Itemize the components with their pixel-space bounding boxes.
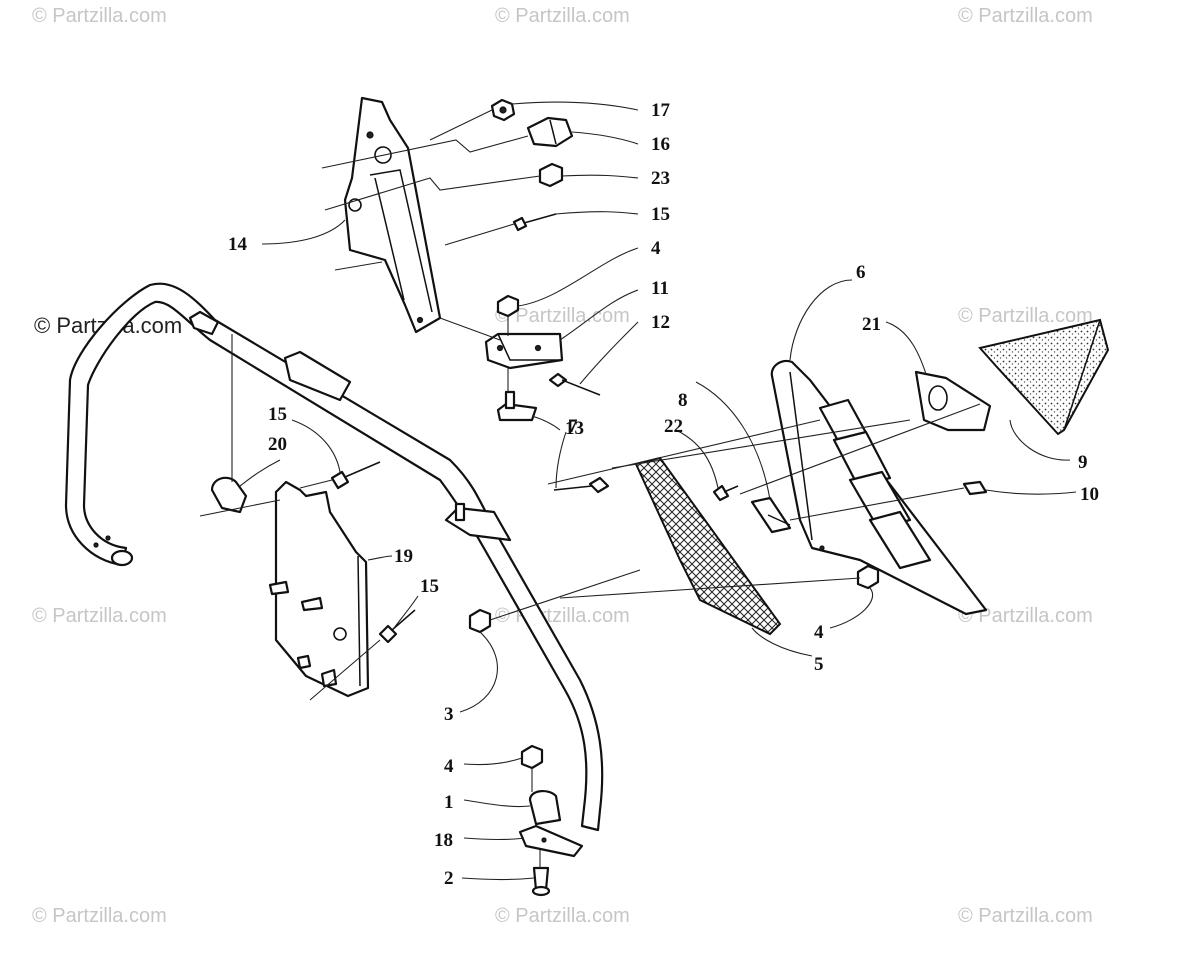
watermark-bottom-right: © Partzilla.com [958,905,1093,927]
part-1-pin [528,790,562,826]
callout-16: 16 [651,134,670,155]
watermark-bottom-center: © Partzilla.com [495,905,630,927]
callout-12: 12 [651,312,670,333]
callout-2: 2 [444,868,454,889]
callout-7: 7 [568,416,578,437]
part-13-clip [496,390,538,422]
callout-15-top: 15 [651,204,670,225]
part-4-nut-right [856,564,880,590]
watermark-bottom-left: © Partzilla.com [32,905,167,927]
part-8-spacer [750,496,792,534]
part-18-plate [518,824,584,858]
part-3-nut [468,608,492,634]
part-16-spacer [526,116,574,148]
part-2-bolt [531,866,551,897]
callout-15-left: 15 [268,404,287,425]
watermark-top-center: © Partzilla.com [495,5,630,27]
watermark-low-center: © Partzilla.com [495,605,630,627]
part-15-bolt-left [330,461,381,490]
callout-15-right: 15 [420,576,439,597]
callout-4-lower: 4 [444,756,454,777]
part-23-bushing [538,162,564,188]
part-11-bracket [484,332,564,370]
part-4-nut-lower [520,744,544,770]
leader-lines [199,101,1077,881]
callout-labels: 17 16 23 15 4 11 12 13 14 15 20 19 15 3 … [228,100,1099,889]
watermark-mid-center: © Partzilla.com [495,305,630,327]
part-17-bushing [490,98,516,122]
callout-8: 8 [678,390,688,411]
callout-22: 22 [664,416,683,437]
callout-3: 3 [444,704,454,725]
part-6-side-panel [770,359,988,616]
part-15-bolt-right [378,609,416,644]
part-10-bolt [962,480,988,496]
callout-21: 21 [862,314,881,335]
watermark-top-left: © Partzilla.com [32,5,167,27]
part-12-screw [548,372,601,396]
watermark-top-right: © Partzilla.com [958,5,1093,27]
watermark-mid-right: © Partzilla.com [958,305,1093,327]
part-14-upper-mount-plate [343,96,442,334]
part-15-bolt-top [512,213,557,232]
part-9-foam-pad [978,318,1110,436]
part-4-nut-top [496,294,520,318]
callout-4-right: 4 [814,622,824,643]
part-5-mesh-grille [634,456,782,636]
callout-19: 19 [394,546,413,567]
main-bumper-tube [64,282,604,832]
callout-17: 17 [651,100,671,121]
watermark-low-left: © Partzilla.com [32,605,167,627]
part-21-mounting-bracket [914,370,992,432]
watermark-low-right: © Partzilla.com [958,605,1093,627]
part-7-screw [553,476,610,494]
callout-10: 10 [1080,484,1099,505]
callout-18: 18 [434,830,453,851]
callout-20: 20 [268,434,287,455]
callout-9: 9 [1078,452,1088,473]
callout-14: 14 [228,234,248,255]
callout-13: 13 [565,418,584,439]
callout-5: 5 [814,654,824,675]
callout-6: 6 [856,262,866,283]
callout-23: 23 [651,168,670,189]
part-20-clamp [210,476,248,514]
tube-mounting-tab [444,502,512,542]
callout-4-top: 4 [651,238,661,259]
callout-11: 11 [651,278,669,299]
part-19-plate [268,480,370,698]
callout-1: 1 [444,792,454,813]
part-22-grommet [712,484,739,502]
